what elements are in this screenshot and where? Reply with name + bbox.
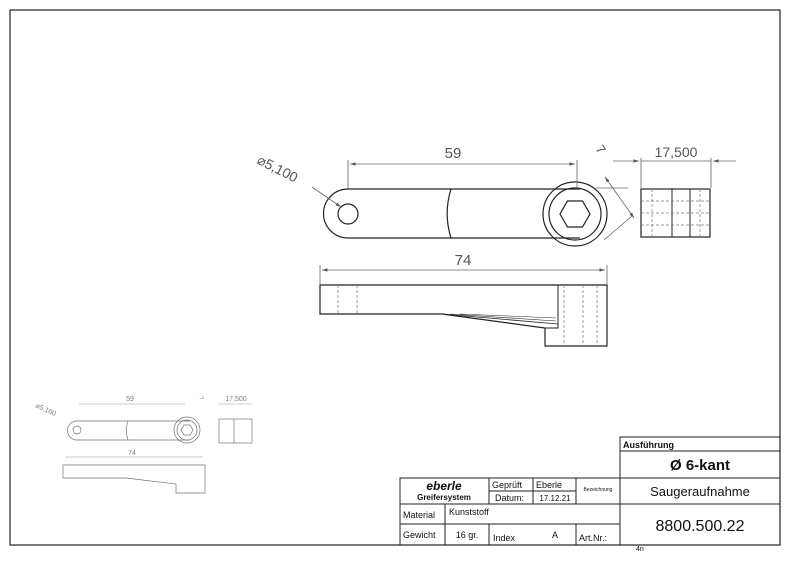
execution-value: Ø 6-kant — [670, 457, 730, 474]
thumbnail-view: 59 74 17,500 ⌀5,100 7 — [34, 396, 253, 494]
company-logo: eberle — [426, 479, 462, 493]
designation-label: Bezeichnung — [584, 487, 613, 493]
material-value: Kunststoff — [449, 507, 489, 517]
arm-outline — [322, 188, 580, 239]
hex-boss-inner — [548, 187, 602, 241]
dim-text-17500: 17,500 — [655, 144, 698, 160]
dim-text-diameter: ⌀5,100 — [255, 151, 301, 185]
dim-text-74: 74 — [455, 252, 472, 269]
mount-hole — [337, 203, 359, 225]
date-value: 17.12.21 — [539, 494, 571, 503]
title-block — [399, 436, 781, 546]
part-description: Saugeraufnahme — [650, 484, 750, 499]
hex-boss-outer — [542, 181, 608, 247]
side-view: 17,500 — [613, 144, 736, 238]
weight-value: 16 gr. — [456, 530, 479, 540]
checked-label: Geprüft — [492, 480, 523, 490]
material-label: Material — [403, 510, 435, 520]
hex-socket — [559, 200, 591, 228]
sheet-border — [9, 9, 781, 546]
dim-text-59: 59 — [445, 145, 462, 162]
part-number: 8800.500.22 — [656, 518, 745, 535]
arm-step-curve — [446, 188, 452, 239]
top-view — [322, 181, 608, 247]
execution-label: Ausführung — [623, 440, 674, 450]
checked-value: Eberle — [536, 480, 562, 490]
dim-text-7: 7 — [593, 142, 609, 157]
dim-line-7 — [604, 176, 635, 219]
dim-line-diameter — [311, 186, 342, 208]
index-value: A — [552, 530, 558, 540]
front-view: 74 — [319, 252, 608, 347]
thumb-dim-74: 74 — [128, 450, 136, 457]
thumb-dim-7: 7 — [197, 396, 204, 403]
thumb-dim-diameter: ⌀5,100 — [34, 402, 57, 418]
date-label: Datum: — [495, 493, 524, 503]
art-label: Art.Nr.: — [579, 533, 607, 543]
index-label: Index — [493, 533, 516, 543]
thumb-dim-17500: 17,500 — [225, 396, 247, 403]
art-suffix: 4n — [636, 546, 644, 553]
top-dimensions — [311, 160, 635, 241]
thumb-dim-59: 59 — [126, 396, 134, 403]
weight-label: Gewicht — [403, 530, 436, 540]
company-name: Greifersystem — [417, 493, 471, 502]
